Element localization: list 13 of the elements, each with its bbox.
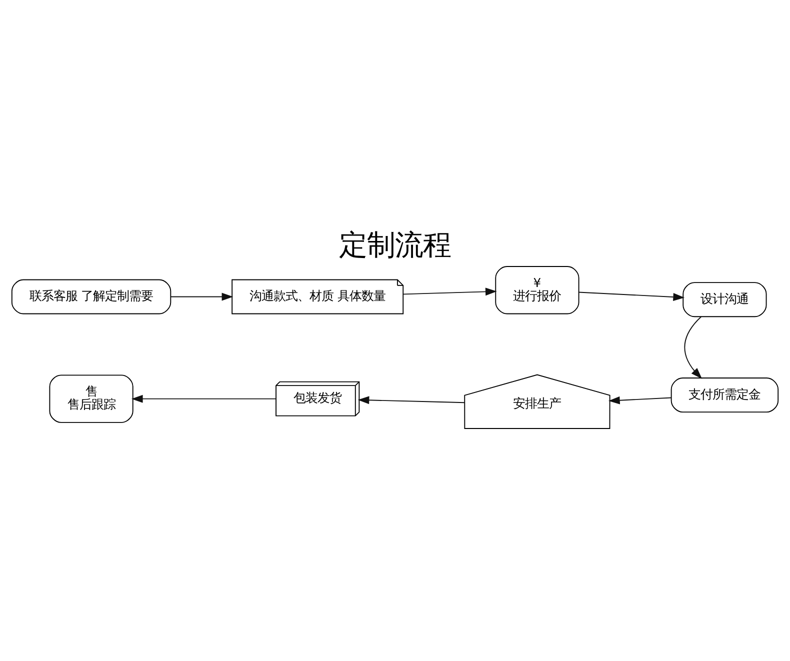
arrow [578,291,685,300]
node-box: 联系客服 了解定制需要 [11,278,172,314]
arrow [170,292,234,300]
arrow [358,396,465,404]
arrow [402,287,497,296]
node-box: 售 售后跟踪 [49,374,134,422]
node-box: ¥ 进行报价 [495,266,580,314]
arrow [684,316,702,378]
diagram-title: 定制流程 [338,228,451,261]
arrow [131,394,276,402]
node-box: 支付所需定金 [670,377,779,412]
arrow [608,396,672,404]
node-box: 设计沟通 [682,282,767,317]
